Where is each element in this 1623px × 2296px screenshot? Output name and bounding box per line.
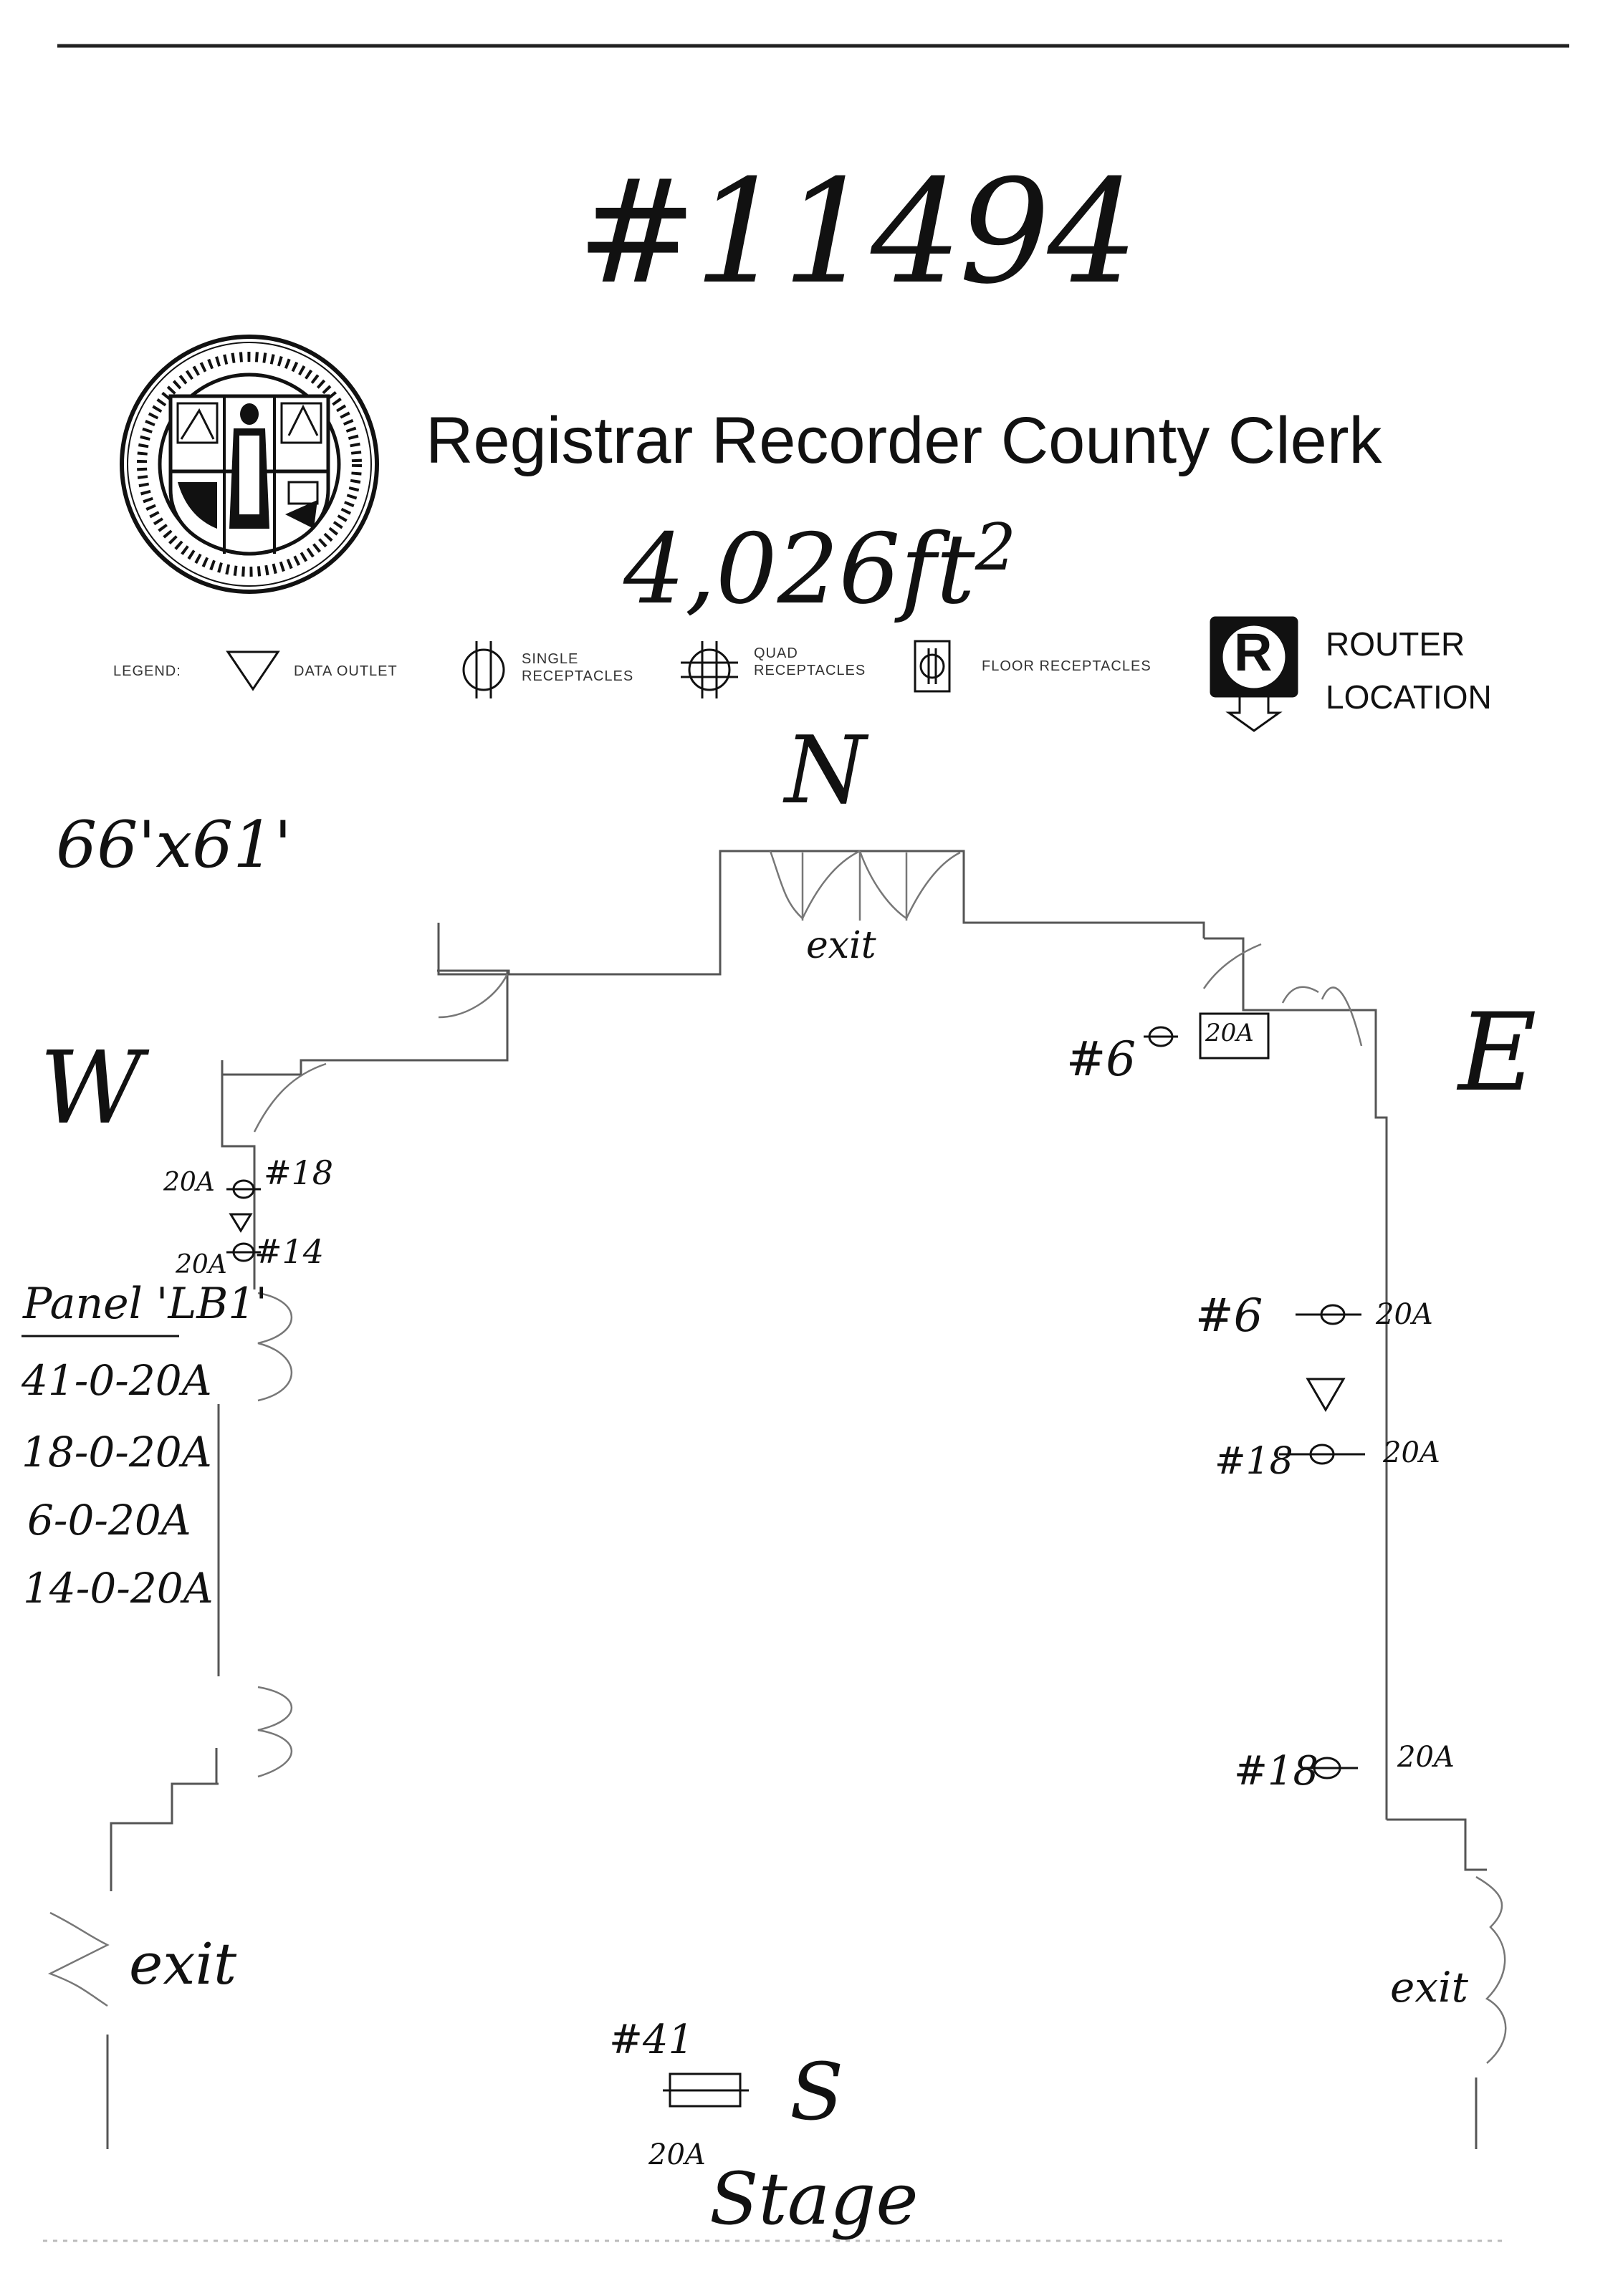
area-label: 4,026ft2	[623, 494, 1016, 623]
router-r-icon	[1210, 616, 1298, 732]
east-2-amp: 20A	[1383, 1436, 1440, 1469]
legend-icons	[226, 616, 1298, 732]
county-seal-icon	[120, 335, 379, 594]
data-outlet-triangle-icon	[229, 1213, 253, 1233]
document-id-number: #11494	[577, 149, 1139, 316]
compass-east: E	[1458, 991, 1537, 1115]
single-receptacle-icon	[462, 641, 505, 698]
west-top-amp: 20A	[163, 1168, 215, 1197]
east-3-circuit: #18	[1234, 1748, 1319, 1795]
single-receptacle-icon	[1301, 1757, 1358, 1779]
northeast-circuit: #6	[1066, 1032, 1136, 1087]
panel-circuit-1: 41-0-20A	[21, 1356, 212, 1405]
router-letter: R	[1234, 623, 1273, 682]
single-receptacle-icon	[1279, 1444, 1365, 1465]
exit-north-label: exit	[806, 924, 876, 967]
door-swings	[47, 850, 1507, 2064]
exit-southwest-label: exit	[129, 1931, 237, 1997]
compass-west: W	[39, 1030, 143, 1147]
data-outlet-triangle-icon	[1306, 1378, 1346, 1412]
compass-south: S	[790, 2046, 844, 2138]
quad-receptacle-icon	[681, 641, 738, 698]
west-top-circuit: #18	[264, 1153, 334, 1192]
room-dimensions: 66'x61'	[56, 807, 292, 883]
panel-circuit-2: 18-0-20A	[21, 1428, 212, 1476]
panel-title: Panel 'LB1'	[23, 1279, 267, 1329]
exit-southeast-label: exit	[1390, 1963, 1468, 2012]
legend-item-single-receptacles: SINGLE RECEPTACLES	[522, 651, 634, 684]
east-1-circuit: #6	[1195, 1289, 1263, 1342]
area-value: 4,026ft	[623, 513, 975, 625]
east-2-circuit: #18	[1215, 1440, 1293, 1483]
single-receptacle-icon	[226, 1242, 261, 1262]
single-receptacle-icon	[1296, 1304, 1361, 1325]
building-outline	[106, 850, 1487, 2149]
panel-circuit-3: 6-0-20A	[27, 1496, 191, 1545]
legend-item-floor-receptacles: FLOOR RECEPTACLES	[982, 658, 1152, 674]
area-superscript: 2	[975, 510, 1016, 585]
east-3-amp: 20A	[1397, 1741, 1455, 1774]
legend-item-data-outlet: DATA OUTLET	[294, 663, 398, 679]
east-1-amp: 20A	[1376, 1298, 1433, 1331]
single-receptacle-icon	[226, 1179, 261, 1199]
compass-north: N	[785, 716, 866, 825]
legend-item-router-location: ROUTER LOCATION	[1326, 625, 1492, 716]
single-receptacle-icon	[1144, 1026, 1178, 1047]
data-outlet-triangle-icon	[226, 650, 280, 691]
south-circuit: #41	[609, 2017, 694, 2063]
south-amp: 20A	[648, 2138, 706, 2171]
west-bottom-circuit: #14	[254, 1232, 325, 1271]
receptacle-marks	[21, 1012, 1365, 2108]
legend-item-quad-receptacles: QUAD RECEPTACLES	[754, 645, 866, 678]
west-bottom-amp: 20A	[176, 1250, 227, 1279]
northeast-amp: 20A	[1205, 1019, 1254, 1047]
legend-label: LEGEND:	[113, 663, 181, 679]
receptacle-box	[1199, 1012, 1270, 1060]
panel-circuit-4: 14-0-20A	[23, 1564, 214, 1613]
page-title: Registrar Recorder County Clerk	[426, 404, 1382, 477]
floor-receptacle-icon	[914, 640, 951, 693]
floor-receptacle-icon	[663, 2072, 749, 2108]
stage-label: Stage	[709, 2157, 919, 2241]
